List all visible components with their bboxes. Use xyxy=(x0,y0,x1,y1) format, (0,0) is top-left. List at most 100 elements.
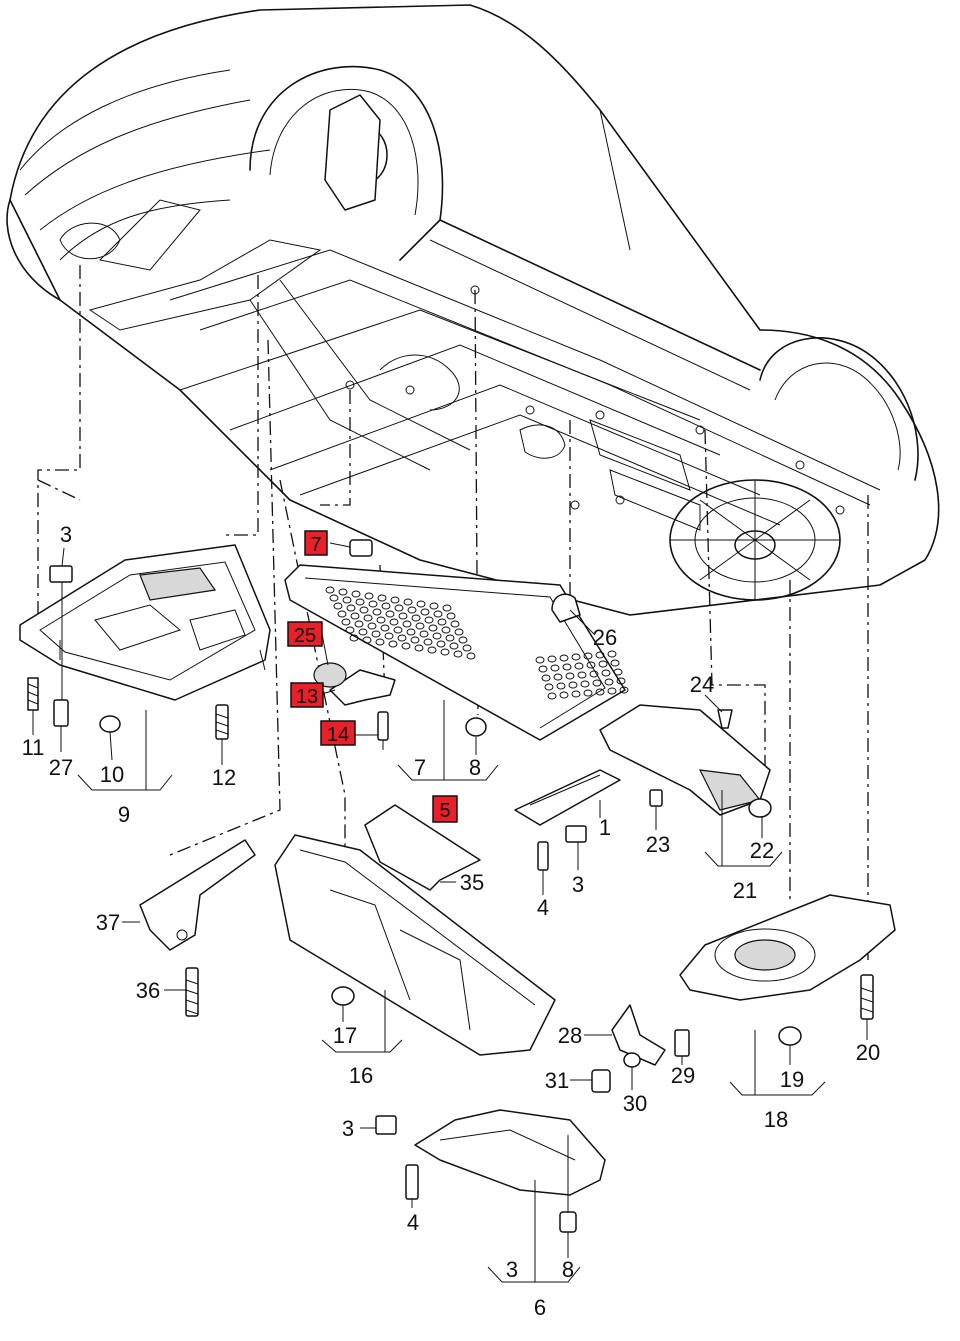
callout-3-bottom: 3 xyxy=(342,1116,354,1141)
callout-16: 16 xyxy=(349,1063,373,1088)
screw-27 xyxy=(53,699,69,727)
perforation-hole xyxy=(449,642,459,650)
nut-22 xyxy=(748,798,772,818)
perforation-hole xyxy=(589,670,599,678)
clip-7 xyxy=(349,539,373,557)
perforation-hole xyxy=(407,606,417,614)
callout-18: 18 xyxy=(764,1107,788,1132)
perforation-hole xyxy=(362,636,372,644)
perforation-hole xyxy=(423,638,433,646)
perforation-hole xyxy=(424,616,434,624)
perforation-hole xyxy=(389,618,399,626)
highlight-13: 13 xyxy=(290,682,324,708)
callout-22: 22 xyxy=(750,838,774,863)
perforation-hole xyxy=(440,648,450,656)
highlight-14: 14 xyxy=(320,720,356,746)
perforation-hole xyxy=(598,660,608,668)
nut-30 xyxy=(623,1052,641,1068)
perforation-hole xyxy=(454,628,464,636)
perforation-hole xyxy=(333,602,343,610)
callout-21: 21 xyxy=(733,878,757,903)
perforation-hole xyxy=(376,616,386,624)
callout-17: 17 xyxy=(333,1023,357,1048)
perforation-hole xyxy=(559,654,569,662)
perforation-hole xyxy=(568,681,578,689)
perforation-hole xyxy=(550,664,560,672)
bolt-14 xyxy=(377,711,389,741)
perforation-hole xyxy=(342,596,352,604)
front-undertray-9 xyxy=(19,544,271,701)
perforation-hole xyxy=(616,677,626,685)
callout-labels: 3 11 27 10 12 9 7 8 1 3 4 26 24 23 22 21… xyxy=(22,522,881,1320)
perforation-hole xyxy=(398,612,408,620)
perforation-hole xyxy=(354,620,364,628)
perforation-hole xyxy=(337,610,347,618)
perforation-hole xyxy=(381,602,391,610)
perforation-hole xyxy=(390,596,400,604)
perforation-hole xyxy=(416,600,426,608)
center-undertray-5 xyxy=(284,564,629,741)
bolt-4-center xyxy=(537,841,549,871)
perforation-hole xyxy=(544,683,554,691)
perforation-hole xyxy=(345,626,355,634)
nut-10 xyxy=(99,715,121,733)
bolt-29 xyxy=(674,1029,690,1057)
perforation-hole xyxy=(325,586,335,594)
perforation-hole xyxy=(559,691,569,699)
svg-text:13: 13 xyxy=(296,686,318,708)
perforation-hole xyxy=(619,686,629,694)
perforation-hole xyxy=(351,590,361,598)
perforation-hole xyxy=(583,652,593,660)
perforation-hole xyxy=(415,622,425,630)
callout-10: 10 xyxy=(100,762,124,787)
perforation-hole xyxy=(436,640,446,648)
perforation-hole xyxy=(329,594,339,602)
callout-8-bottom: 8 xyxy=(562,1257,574,1282)
callout-4: 4 xyxy=(537,895,549,920)
callout-3-lowest: 3 xyxy=(506,1257,518,1282)
clip-nut-3 xyxy=(49,565,73,705)
callout-30: 30 xyxy=(623,1091,647,1116)
perforation-hole xyxy=(462,644,472,652)
perforation-hole xyxy=(450,620,460,628)
perforation-hole xyxy=(377,594,387,602)
callout-1: 1 xyxy=(599,815,611,840)
clip-3-center xyxy=(565,825,587,843)
perforation-hole xyxy=(437,618,447,626)
side-undertray-16 xyxy=(274,834,556,1056)
bolt-36 xyxy=(185,967,199,1017)
perforation-hole xyxy=(364,592,374,600)
callout-leaders xyxy=(32,542,868,1283)
callout-20: 20 xyxy=(856,1040,880,1065)
perforation-hole xyxy=(368,600,378,608)
perforation-hole xyxy=(420,608,430,616)
svg-text:5: 5 xyxy=(439,800,450,822)
callout-28: 28 xyxy=(558,1023,582,1048)
callout-29: 29 xyxy=(671,1063,695,1088)
highlight-5: 5 xyxy=(432,795,458,823)
damper-25 xyxy=(313,662,347,688)
nut-8 xyxy=(465,717,487,737)
bolt-23 xyxy=(649,789,663,807)
callout-19: 19 xyxy=(780,1067,804,1092)
perforation-hole xyxy=(394,604,404,612)
bolt-4-bottom xyxy=(405,1164,419,1200)
perforation-hole xyxy=(595,651,605,659)
perforation-hole xyxy=(538,665,548,673)
callout-3: 3 xyxy=(60,522,72,547)
perforation-hole xyxy=(355,598,365,606)
perforation-hole xyxy=(419,630,429,638)
perforation-hole xyxy=(384,632,394,640)
bolt-11 xyxy=(27,677,39,711)
perforation-hole xyxy=(401,642,411,650)
heat-shield-21 xyxy=(599,704,771,816)
perforation-hole xyxy=(574,662,584,670)
clip-3-bottom xyxy=(375,1115,397,1135)
perforation-hole xyxy=(607,687,617,695)
highlight-25: 25 xyxy=(287,621,323,647)
callout-26: 26 xyxy=(593,625,617,650)
highlight-7: 7 xyxy=(304,530,328,556)
perforation-hole xyxy=(349,634,359,642)
callout-3-center: 3 xyxy=(572,872,584,897)
